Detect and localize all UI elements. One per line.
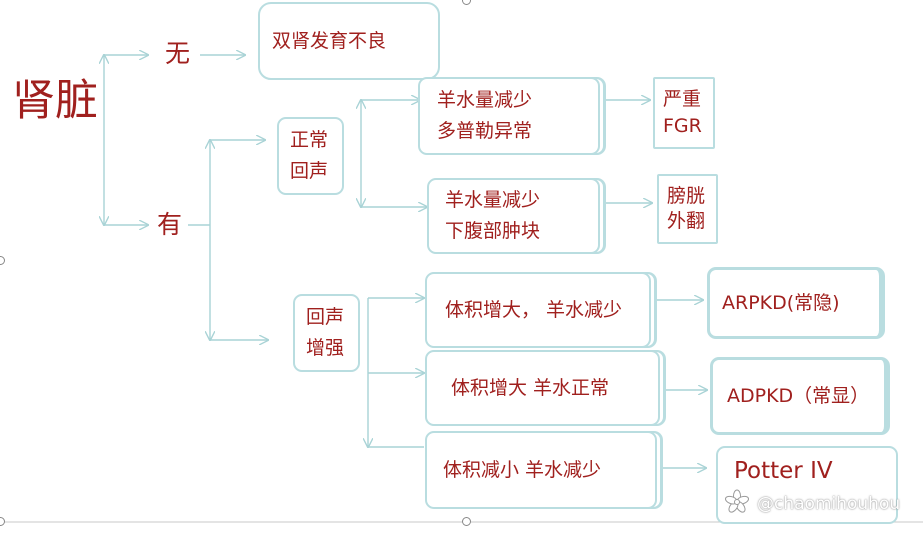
selection-handle-bottom[interactable]	[462, 517, 471, 526]
node-severe-fgr-line1: 严重	[663, 88, 702, 110]
node-normal-echo-line1: 正常	[290, 129, 329, 151]
node-bladder-exstrophy: 膀胱 外翻	[657, 174, 718, 244]
root-label: 肾脏	[12, 76, 98, 126]
node-arpkd: ARPKD(常隐)	[707, 267, 885, 339]
node-oligo-mass-line2: 下腹部肿块	[445, 220, 541, 242]
node-severe-fgr-line2: FGR	[663, 115, 702, 137]
node-enlarged-normal-label: 体积增大 羊水正常	[451, 376, 610, 399]
node-potter-label: Potter IV	[734, 458, 833, 484]
selection-handle-top[interactable]	[462, 0, 471, 5]
node-oligo-mass-line1: 羊水量减少	[445, 189, 541, 211]
node-enlarged-normal: 体积增大 羊水正常	[425, 350, 660, 426]
node-reduced-oligo-label: 体积减小 羊水减少	[443, 458, 602, 481]
node-normal-echo: 正常 回声	[277, 117, 344, 195]
node-arpkd-label: ARPKD(常隐)	[722, 291, 840, 314]
node-potter: Potter IV	[716, 446, 898, 524]
node-oligo-mass: 羊水量减少 下腹部肿块	[427, 178, 600, 254]
node-oligo-doppler: 羊水量减少 多普勒异常	[418, 77, 600, 155]
node-severe-fgr: 严重 FGR	[653, 77, 715, 149]
node-adpkd-label: ADPKD（常显）	[727, 384, 870, 407]
node-enhanced-echo-line2: 增强	[306, 337, 345, 359]
node-normal-echo-line2: 回声	[290, 160, 329, 182]
node-bilateral-agenesis: 双肾发育不良	[258, 2, 440, 80]
node-bladder-exstrophy-line2: 外翻	[667, 210, 706, 232]
node-reduced-oligo: 体积减小 羊水减少	[425, 431, 657, 509]
selection-handle-left[interactable]	[0, 256, 5, 265]
branch-has-label: 有	[157, 210, 183, 239]
selection-handle-bottom-left[interactable]	[0, 517, 5, 526]
watermark-flower-icon	[724, 489, 750, 513]
watermark-text: @chaomihouhou	[757, 494, 901, 514]
node-bilateral-agenesis-label: 双肾发育不良	[272, 29, 387, 52]
node-bladder-exstrophy-line1: 膀胱	[667, 185, 706, 207]
node-enlarged-oligo: 体积增大， 羊水减少	[425, 272, 651, 348]
node-enhanced-echo: 回声 增强	[293, 294, 360, 372]
node-oligo-doppler-line1: 羊水量减少	[437, 89, 533, 111]
node-adpkd: ADPKD（常显）	[710, 357, 890, 435]
node-enlarged-oligo-label: 体积增大， 羊水减少	[445, 298, 623, 321]
node-enhanced-echo-line1: 回声	[306, 306, 345, 328]
branch-none-label: 无	[165, 39, 191, 68]
node-oligo-doppler-line2: 多普勒异常	[437, 120, 533, 142]
